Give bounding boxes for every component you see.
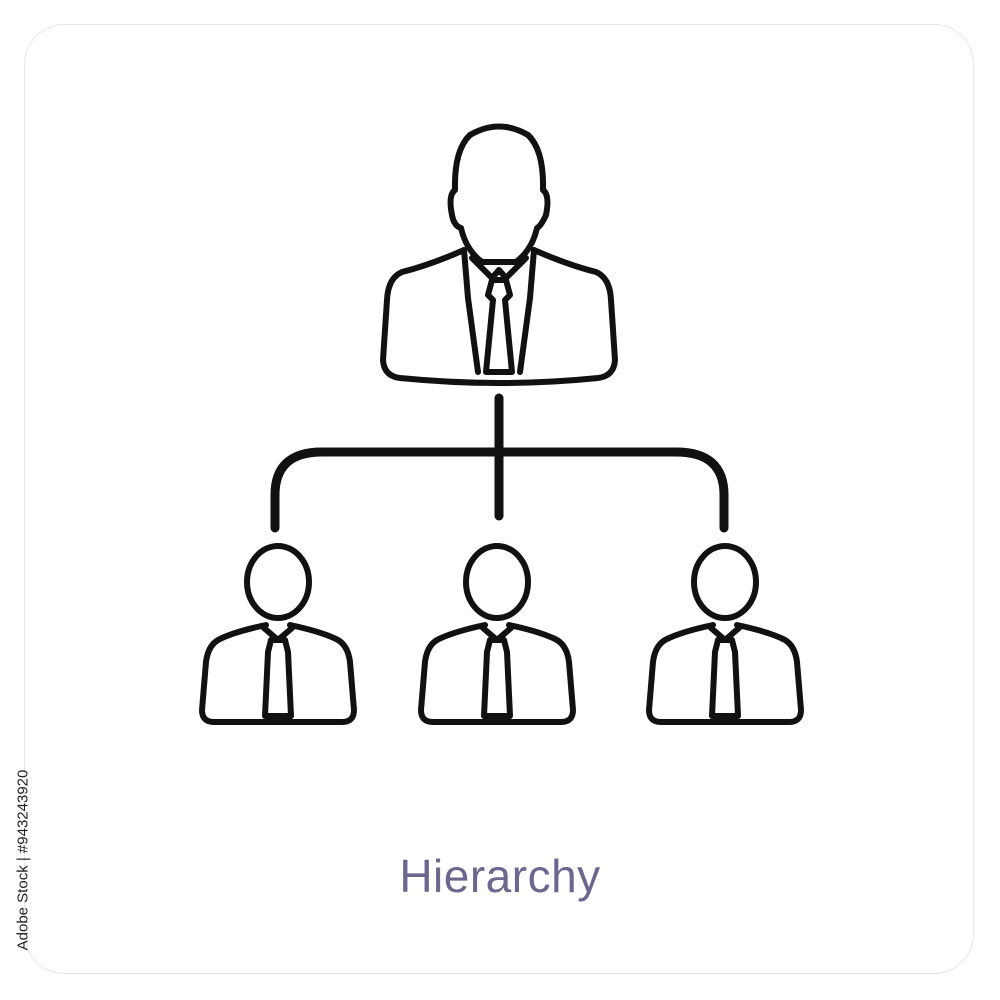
connector-branch — [270, 447, 729, 533]
employee-body-icon — [199, 622, 357, 725]
manager-figure — [380, 123, 618, 386]
stock-id-watermark: Adobe Stock | #943243920 — [8, 760, 38, 960]
icon-caption: Hierarchy — [399, 850, 601, 902]
employee-tie-icon — [709, 637, 741, 719]
employee-body-icon — [646, 622, 804, 725]
employee-body-icon — [418, 622, 576, 725]
employee-figure-left — [199, 543, 357, 725]
employee-tie-icon — [262, 637, 294, 719]
manager-jacket-icon — [380, 247, 618, 386]
employee-head-icon — [691, 543, 759, 621]
manager-collar-icon — [469, 255, 529, 281]
employee-head-icon — [244, 543, 312, 621]
employee-figure-right — [646, 543, 804, 725]
employee-head-icon — [463, 543, 531, 621]
manager-tie-icon — [483, 277, 515, 375]
employee-figure-center — [418, 543, 576, 725]
org-connectors — [270, 393, 729, 533]
stock-id-text: Adobe Stock | #943243920 — [14, 769, 32, 951]
employee-tie-icon — [481, 637, 513, 719]
manager-lapel-right-icon — [517, 247, 537, 375]
manager-lapel-left-icon — [461, 247, 481, 375]
manager-head-icon — [447, 123, 551, 265]
